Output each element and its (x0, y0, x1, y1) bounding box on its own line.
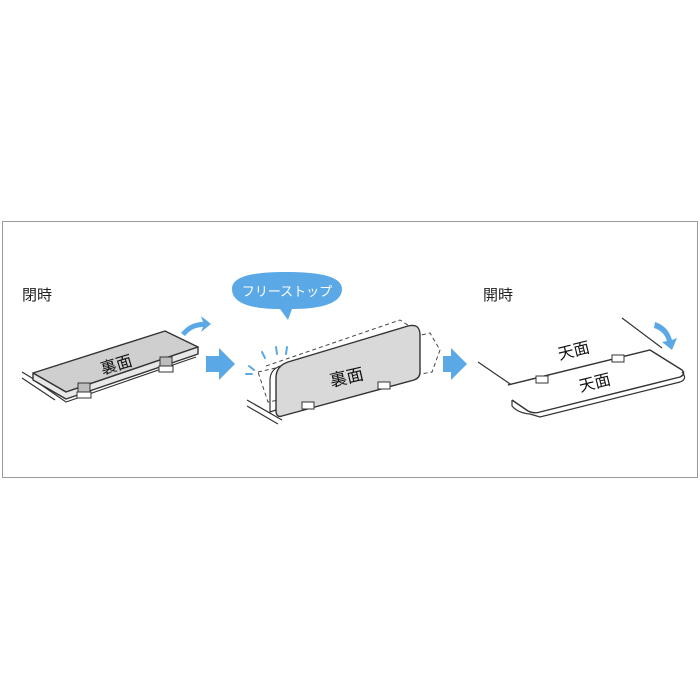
label-closed: 閉時 (22, 286, 52, 304)
hinge-icon (301, 401, 315, 410)
hinge-icon (611, 354, 625, 363)
closed-board: 裏面 (21, 330, 199, 403)
hinge-icon (76, 382, 92, 399)
free-stop-label: フリーストップ (242, 285, 332, 300)
free-stop-bubble: フリーストップ (232, 272, 342, 320)
standing-board: 裏面 (269, 324, 421, 418)
motion-ticks (245, 346, 288, 375)
curved-arrow-icon (181, 316, 211, 336)
speech-bubble-icon (232, 272, 342, 320)
right-arrow-icon (443, 348, 467, 380)
hinge-icon (377, 381, 391, 390)
hinge-icon (158, 356, 174, 373)
curved-arrow-icon (654, 322, 677, 350)
label-open: 開時 (483, 286, 513, 304)
open-board: 天面 天面 (477, 317, 686, 418)
open-top-face-label-1: 天面 (556, 338, 592, 364)
hinge-icon (535, 375, 549, 384)
right-arrow-icon (206, 348, 235, 380)
